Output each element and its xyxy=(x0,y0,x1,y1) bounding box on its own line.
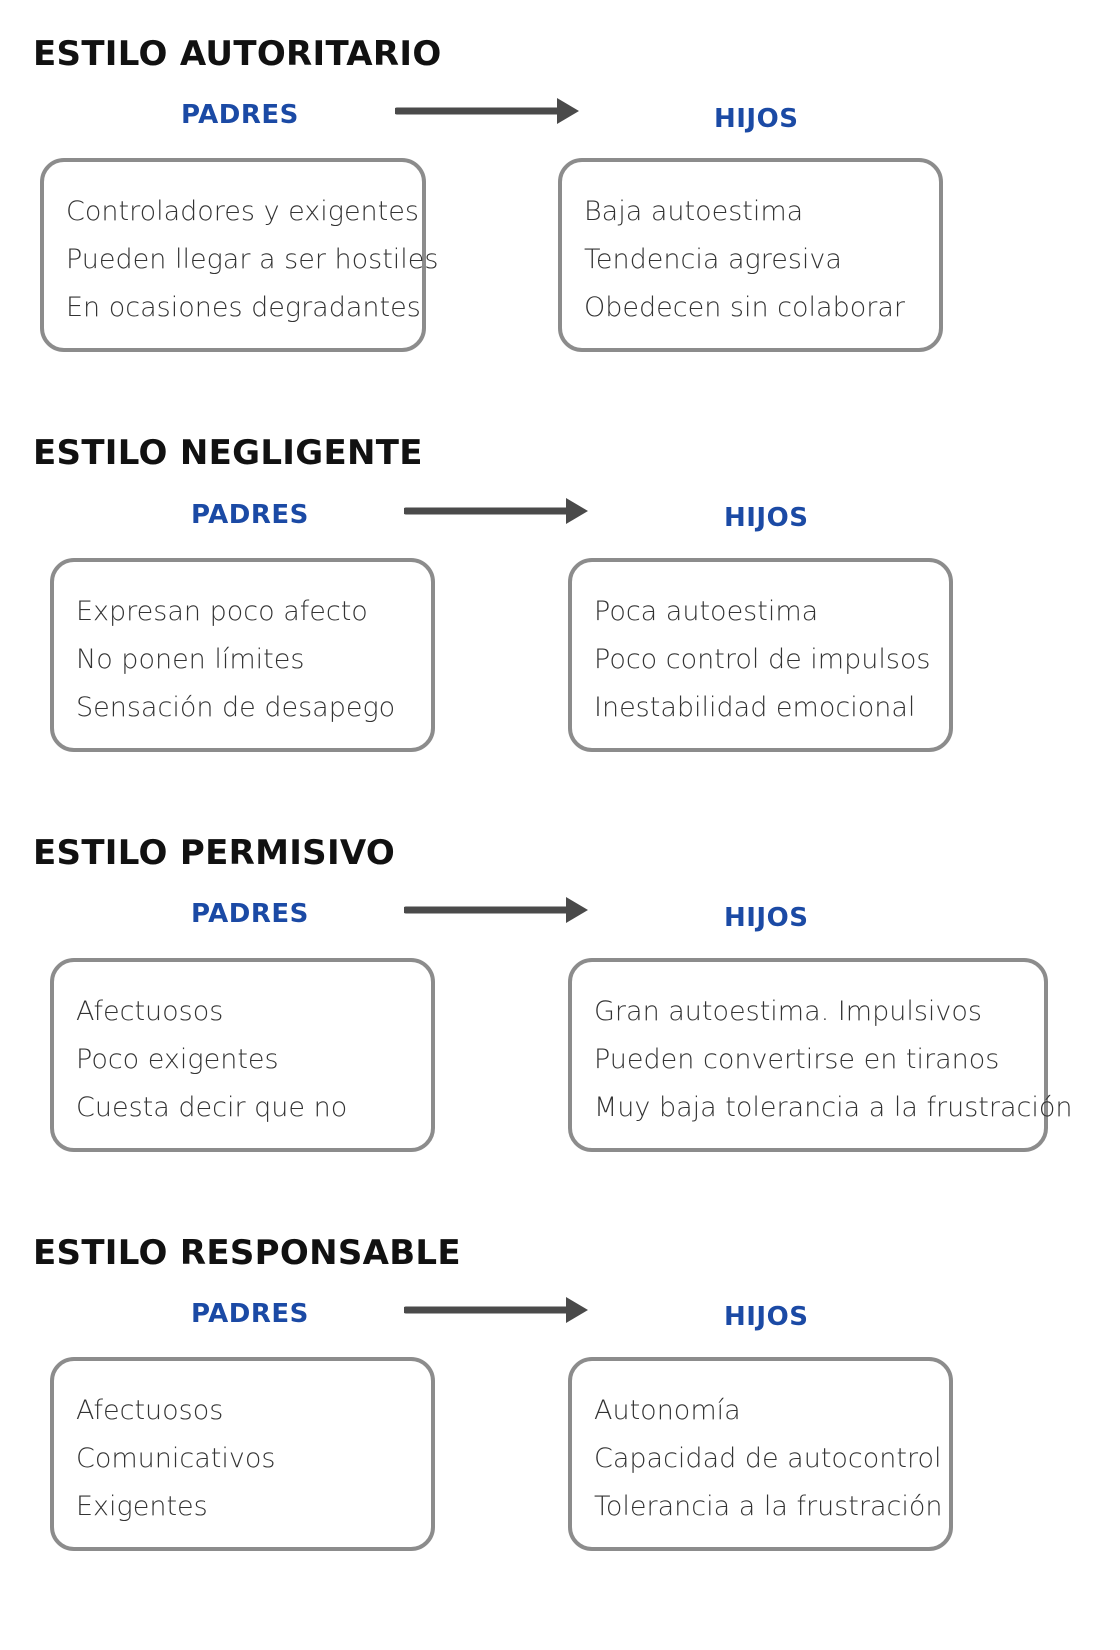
section-negligente: ESTILO NEGLIGENTE PADRES HIJOS Expresan … xyxy=(0,400,1120,800)
children-box: Poca autoestima Poco control de impulsos… xyxy=(568,558,953,752)
section-autoritario: ESTILO AUTORITARIO PADRES HIJOS Controla… xyxy=(0,0,1120,400)
children-heading: HIJOS xyxy=(724,903,809,933)
parents-box: Afectuosos Comunicativos Exigentes xyxy=(50,1357,435,1551)
children-trait: Tendencia agresiva xyxy=(584,244,842,275)
children-trait: Poco control de impulsos xyxy=(594,644,931,675)
parents-trait: Afectuosos xyxy=(76,1395,224,1426)
children-box: Gran autoestima. Impulsivos Pueden conve… xyxy=(568,958,1073,1152)
children-trait: Obedecen sin colaborar xyxy=(584,292,905,323)
children-heading: HIJOS xyxy=(714,104,799,134)
parents-trait: Sensación de desapego xyxy=(76,692,396,723)
parents-box: Expresan poco afecto No ponen límites Se… xyxy=(50,558,435,752)
parents-trait: Exigentes xyxy=(76,1491,208,1522)
children-box: Autonomía Capacidad de autocontrol Toler… xyxy=(568,1357,953,1551)
parents-heading: PADRES xyxy=(191,899,309,929)
section-permisivo: ESTILO PERMISIVO PADRES HIJOS Afectuosos… xyxy=(0,800,1120,1200)
parents-trait: Poco exigentes xyxy=(76,1044,279,1075)
parents-trait: Expresan poco afecto xyxy=(76,596,368,627)
children-trait: Autonomía xyxy=(594,1395,741,1426)
children-trait: Inestabilidad emocional xyxy=(594,692,916,723)
parents-heading: PADRES xyxy=(191,500,309,530)
children-trait: Capacidad de autocontrol xyxy=(594,1443,942,1474)
parents-trait: Pueden llegar a ser hostiles xyxy=(66,244,439,275)
parents-heading: PADRES xyxy=(191,1299,309,1329)
section-title: ESTILO RESPONSABLE xyxy=(33,1233,461,1273)
parents-trait: No ponen límites xyxy=(76,644,305,675)
parents-trait: Cuesta decir que no xyxy=(76,1092,348,1123)
parents-box: Afectuosos Poco exigentes Cuesta decir q… xyxy=(50,958,435,1152)
arrow-icon xyxy=(404,1297,588,1323)
children-box: Baja autoestima Tendencia agresiva Obede… xyxy=(558,158,943,352)
section-responsable: ESTILO RESPONSABLE PADRES HIJOS Afectuos… xyxy=(0,1200,1120,1600)
parents-trait: En ocasiones degradantes xyxy=(66,292,421,323)
children-trait: Muy baja tolerancia a la frustración xyxy=(594,1092,1073,1123)
section-title: ESTILO NEGLIGENTE xyxy=(33,433,423,473)
children-heading: HIJOS xyxy=(724,503,809,533)
children-trait: Baja autoestima xyxy=(584,196,804,227)
children-heading: HIJOS xyxy=(724,1302,809,1332)
children-trait: Pueden convertirse en tiranos xyxy=(594,1044,1000,1075)
children-trait: Tolerancia a la frustración xyxy=(594,1491,943,1522)
arrow-icon xyxy=(404,897,588,923)
parents-trait: Comunicativos xyxy=(76,1443,276,1474)
parents-trait: Afectuosos xyxy=(76,996,224,1027)
parents-trait: Controladores y exigentes xyxy=(66,196,419,227)
section-title: ESTILO PERMISIVO xyxy=(33,833,396,873)
parents-heading: PADRES xyxy=(181,100,299,130)
children-trait: Poca autoestima xyxy=(594,596,819,627)
section-title: ESTILO AUTORITARIO xyxy=(33,34,442,74)
children-trait: Gran autoestima. Impulsivos xyxy=(594,996,982,1027)
arrow-icon xyxy=(404,498,588,524)
parents-box: Controladores y exigentes Pueden llegar … xyxy=(40,158,439,352)
arrow-icon xyxy=(395,98,579,124)
